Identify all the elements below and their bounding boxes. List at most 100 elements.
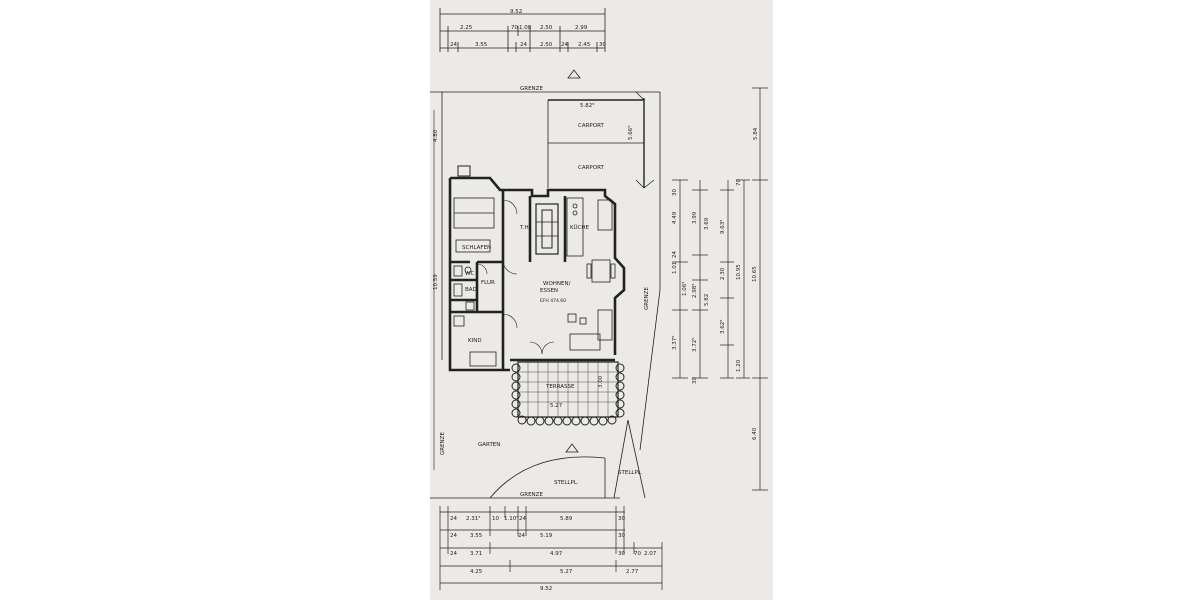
dim-top-3-5: 2.45 <box>578 42 591 48</box>
stairs <box>535 203 559 255</box>
plan-sheet: 9.52 2.25 70 1.08 2.50 2.99 24 3.55 24 2… <box>430 0 773 600</box>
dim-top-3-6: 30 <box>599 42 606 48</box>
dim-bottom-4-2: 2.77 <box>626 569 639 575</box>
dim-top-2-2: 1.08 <box>519 25 532 31</box>
dim-bottom-3-2: 4.97 <box>550 551 563 557</box>
kitchen-counters <box>566 197 613 257</box>
dim-right-18: 24 <box>672 251 678 258</box>
label-stellpl-right: STELLPL. <box>618 470 643 476</box>
dim-bottom-1-2: 10 <box>492 516 499 522</box>
label-garten: GARTEN <box>478 442 500 448</box>
dim-bottom-2-0: 24 <box>450 533 457 539</box>
dim-right-10: 10.65 <box>752 266 758 282</box>
label-stellpl-bottom: STELLPL. <box>554 480 579 486</box>
label-carport-1: CARPORT <box>578 123 604 129</box>
room-label-wc: WC <box>465 271 474 277</box>
room-label-bad: BAD <box>465 287 477 293</box>
label-carport-2: CARPORT <box>578 165 604 171</box>
room-label-schlafen: SCHLAFEN <box>462 245 491 251</box>
bottom-dimension-chains <box>439 506 663 590</box>
dim-bottom-4-1: 5.27 <box>560 569 573 575</box>
dim-bottom-3-4: 70 <box>634 551 641 557</box>
dim-bottom-3-0: 24 <box>450 551 457 557</box>
dim-right-2: 3.99 <box>692 211 698 224</box>
dim-bottom-2-3: 5.19 <box>540 533 553 539</box>
dim-bottom-2-1: 3.55 <box>470 533 483 539</box>
dim-terrasse-width: 5.27 <box>550 403 563 409</box>
dim-bottom-3-1: 3.71 <box>470 551 482 557</box>
dim-top-3-3: 2.50 <box>540 42 553 48</box>
dim-bottom-3-5: 2.07 <box>644 551 657 557</box>
dim-carport-depth: 5.66⁵ <box>627 126 634 140</box>
dim-top-2-1: 70 <box>511 25 518 31</box>
dining-table <box>586 259 616 283</box>
room-label-th: T.H. <box>519 225 530 231</box>
dim-right-19: 70 <box>736 179 742 186</box>
dim-carport-width: 5.82⁵ <box>580 102 594 109</box>
label-grenze-bottom: GRENZE <box>520 492 543 498</box>
property-boundary <box>430 91 661 499</box>
dim-top-3-4: 24 <box>561 42 568 48</box>
dim-right-3: 3.69 <box>704 217 710 230</box>
room-label-flur: FLUR <box>481 280 495 286</box>
dim-right-4: 9.63⁵ <box>719 220 726 234</box>
label-grenze-top: GRENZE <box>520 86 543 92</box>
label-terrasse: TERRASSE <box>545 384 575 390</box>
dim-bottom-1-1: 2.31⁵ <box>466 515 480 522</box>
dim-bottom-1-0: 24 <box>450 516 457 522</box>
section-marker-top <box>567 69 581 79</box>
label-grenze-left: GRENZE <box>440 432 446 455</box>
room-label-wohnen: WOHNEN/ <box>543 281 571 287</box>
dim-right-17: 30 <box>672 189 678 196</box>
dim-right-1: 4.49 <box>672 211 678 224</box>
floor-plan-drawing: 9.52 2.25 70 1.08 2.50 2.99 24 3.55 24 2… <box>430 8 768 592</box>
dim-left-total: 10.59 <box>433 274 439 290</box>
room-label-essen: ESSEN <box>540 288 558 294</box>
parking-area <box>489 419 646 499</box>
room-label-kueche: KÜCHE <box>570 224 589 231</box>
dim-top-total: 9.52 <box>510 9 522 15</box>
dim-right-7: 2.98⁵ <box>691 284 698 298</box>
dim-top-2-3: 2.50 <box>540 25 553 31</box>
dim-top-3-1: 3.55 <box>475 42 488 48</box>
house-walls <box>448 176 626 372</box>
dim-bottom-3-3: 30 <box>618 551 625 557</box>
living-furniture <box>567 309 613 351</box>
dim-right-13: 3.37⁵ <box>671 336 678 350</box>
carport-area <box>547 91 655 189</box>
dim-bottom-1-3: 1.10⁵ <box>504 515 518 522</box>
dim-right-9: 10.95 <box>736 264 742 280</box>
dim-bottom-2-2: 24 <box>518 533 525 539</box>
dim-carport-left: 4.80 <box>433 129 439 142</box>
right-dimension-chains <box>672 87 768 491</box>
dim-right-6: 1.06⁵ <box>681 282 688 296</box>
section-marker-bottom <box>565 443 579 453</box>
door-swings <box>476 199 555 355</box>
dim-right-16: 6.40 <box>752 427 758 440</box>
label-efh: EFH 474.60 <box>540 298 566 304</box>
dim-top-3-2: 24 <box>520 42 527 48</box>
dim-bottom-1-4: 24 <box>519 516 526 522</box>
chimney <box>457 165 471 177</box>
dim-terrasse-depth: 3.00 <box>598 375 604 388</box>
bathroom-fixtures <box>453 265 475 327</box>
dim-right-0: 5.84 <box>753 127 759 140</box>
terrace-stone-border <box>511 363 625 426</box>
dim-bottom-2-4: 30 <box>618 533 625 539</box>
dim-bottom-1-5: 5.89 <box>560 516 573 522</box>
top-dimension-chains <box>439 8 606 52</box>
dim-right-11: 5.82 <box>704 294 710 306</box>
kind-bed <box>469 351 497 367</box>
dim-right-5: 1.01 <box>672 262 678 274</box>
dim-bottom-5-0: 9.52 <box>540 586 552 592</box>
dim-top-3-0: 24 <box>450 42 457 48</box>
dim-right-20: 30 <box>692 377 698 384</box>
label-grenze-right: GRENZE <box>644 287 650 310</box>
dim-top-2-0: 2.25 <box>460 25 473 31</box>
dim-right-8: 2.30 <box>720 267 726 280</box>
room-label-kind: KIND <box>468 338 482 344</box>
dim-top-2-4: 2.99 <box>575 25 588 31</box>
dim-right-12: 3.62⁵ <box>719 320 726 334</box>
dim-right-14: 3.72⁵ <box>691 338 698 352</box>
dim-bottom-4-0: 4.25 <box>470 569 483 575</box>
